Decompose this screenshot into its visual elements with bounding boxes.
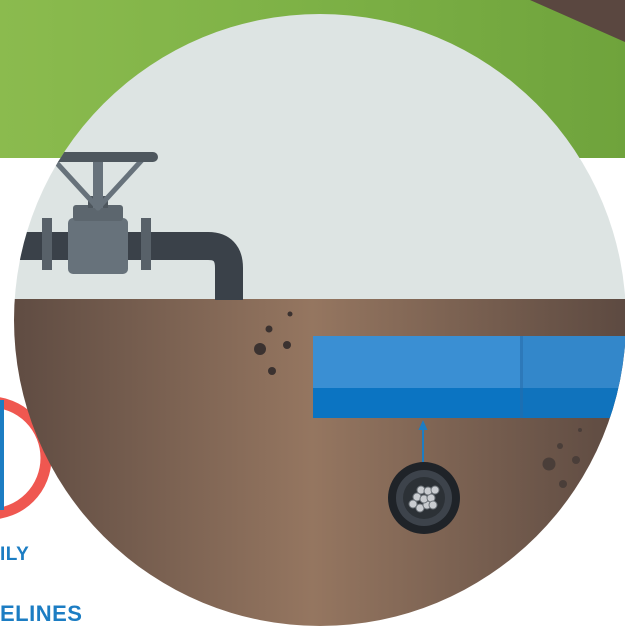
cable-conduit-icon — [388, 462, 460, 534]
caption-heading-partial: ELINES — [0, 601, 83, 626]
valve-icon — [14, 152, 243, 300]
soil-corner — [530, 0, 625, 42]
water-pipe — [313, 336, 625, 418]
arrow-up-icon — [418, 420, 428, 463]
pebbles-left — [254, 311, 293, 375]
no-symbol-icon — [0, 397, 52, 519]
pebbles-right — [542, 428, 582, 488]
caption-text-partial: ILY — [0, 544, 30, 565]
